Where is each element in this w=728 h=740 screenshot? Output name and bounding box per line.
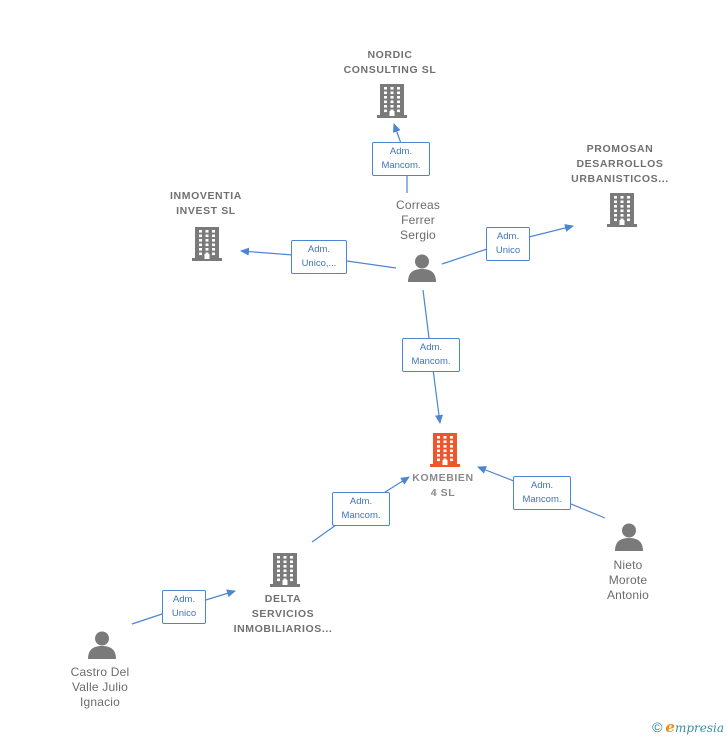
building-icon[interactable] — [376, 83, 408, 124]
edge-role-text: Unico — [495, 245, 521, 256]
edge-role-text: Adm. — [419, 342, 443, 353]
footer-brand: © empresia — [652, 718, 724, 736]
node-label-line: Antonio — [606, 587, 650, 602]
node-label-line: KOMEBIEN — [412, 472, 474, 484]
edge-role-label[interactable]: Adm. Mancom. — [513, 476, 571, 510]
building-icon[interactable] — [269, 552, 301, 593]
node-label-line: INMOBILIARIOS... — [233, 622, 333, 635]
node-label-line: PROMOSAN — [586, 142, 654, 155]
person-icon[interactable] — [407, 253, 437, 288]
edge-role-label[interactable]: Adm. Unico — [486, 227, 530, 261]
node-label: INMOVENTIA INVEST SL — [146, 189, 266, 219]
edge-role-text: Adm. — [389, 146, 413, 157]
node-label-line: Nieto — [613, 557, 643, 572]
edge-role-label[interactable]: Adm. Unico — [162, 590, 206, 624]
edge-role-text: Adm. — [496, 231, 520, 242]
edge-role-text: Unico — [171, 608, 197, 619]
node-label-line: Morote — [608, 572, 648, 587]
node-label-line: DESARROLLOS — [576, 157, 664, 170]
edge-role-text: Unico,... — [301, 258, 337, 269]
edge-role-text: Adm. — [172, 594, 196, 605]
node-label-line: Ignacio — [79, 694, 121, 709]
node-label-line: DELTA — [264, 592, 302, 605]
node-label-line: SERVICIOS — [251, 607, 315, 620]
edge-role-text: Mancom. — [341, 510, 381, 521]
copyright-symbol: © — [652, 719, 663, 735]
node-label: KOMEBIEN 4 SL — [393, 471, 493, 501]
node-label-line: Castro Del — [70, 664, 130, 679]
edge-role-label[interactable]: Adm. Mancom. — [372, 142, 430, 176]
edge-role-text: Adm. — [530, 480, 554, 491]
empresia-logo: empresia — [665, 718, 724, 736]
building-icon[interactable] — [606, 192, 638, 233]
node-label-line: INMOVENTIA — [170, 190, 242, 202]
edge-role-text: Mancom. — [381, 160, 421, 171]
person-icon[interactable] — [614, 522, 644, 557]
node-label-line: 4 SL — [430, 487, 456, 499]
node-label-line: Ferrer — [401, 212, 435, 227]
edge-role-text: Adm. — [307, 244, 331, 255]
node-label-line: URBANISTICOS... — [571, 172, 669, 185]
node-label: PROMOSAN DESARROLLOS URBANISTICOS... — [555, 142, 685, 187]
edge-role-label[interactable]: Adm. Mancom. — [402, 338, 460, 372]
person-icon[interactable] — [87, 630, 117, 665]
node-label-line: Valle Julio — [71, 679, 128, 694]
edge-role-label[interactable]: Adm. Unico,... — [291, 240, 347, 274]
node-label-line: Sergio — [400, 227, 436, 242]
node-label-line: CONSULTING SL — [343, 64, 437, 76]
building-icon[interactable] — [191, 226, 223, 267]
edge-role-text: Mancom. — [522, 494, 562, 505]
edge-role-label[interactable]: Adm. Mancom. — [332, 492, 390, 526]
edge-role-text: Adm. — [349, 496, 373, 507]
edge-role-text: Mancom. — [411, 356, 451, 367]
node-label-line: INVEST SL — [176, 205, 236, 217]
building-icon[interactable] — [429, 432, 461, 473]
node-label-line: Correas — [395, 197, 441, 212]
node-label: DELTA SERVICIOS INMOBILIARIOS... — [213, 592, 353, 637]
node-label: NORDIC CONSULTING SL — [330, 48, 450, 78]
node-label-line: NORDIC — [367, 49, 413, 61]
